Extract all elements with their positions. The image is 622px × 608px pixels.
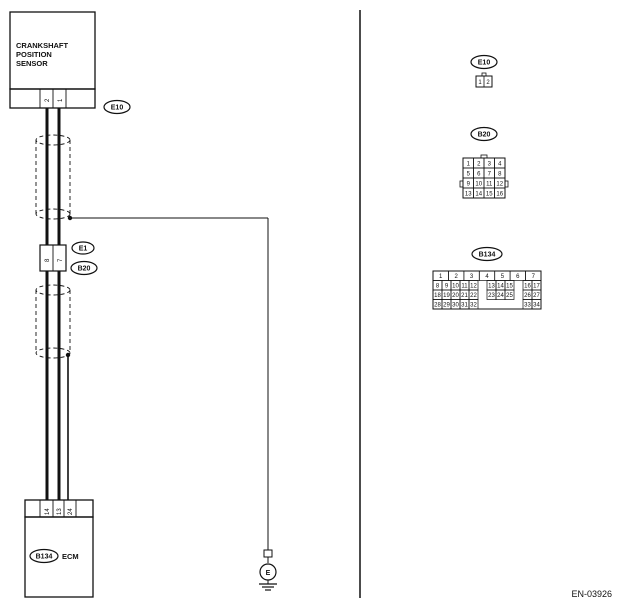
- b20-pin-13: 13: [465, 192, 472, 198]
- b20-pin-9: 9: [467, 182, 471, 188]
- b20-pin-6: 6: [477, 172, 481, 178]
- b20-connector-tag: B20: [70, 260, 98, 276]
- b20-pin-16: 16: [496, 192, 503, 198]
- b134-pin-24: 24: [497, 293, 504, 299]
- b134-pin-9: 9: [445, 284, 449, 290]
- sensor-label-line1: CRANKSHAFT: [16, 41, 68, 50]
- shield-drain-wire: [70, 217, 269, 550]
- svg-text:E10: E10: [111, 105, 124, 112]
- b134-pin-7: 7: [532, 274, 536, 280]
- b134-pin-14: 14: [497, 284, 504, 290]
- b134-pin-25: 25: [506, 293, 513, 299]
- b134-pin-11: 11: [461, 284, 468, 290]
- b134-pin-28: 28: [434, 303, 441, 309]
- b20-pin-11: 11: [486, 182, 493, 188]
- ecm-connector-tag: B134: [36, 554, 53, 561]
- b134-pin-1: 1: [439, 274, 443, 280]
- b20-pin-15: 15: [486, 192, 493, 198]
- b134-pin-21: 21: [461, 293, 468, 299]
- e1-b20-connector: 8 7: [39, 244, 67, 272]
- b134-pin-32: 32: [470, 303, 477, 309]
- e1-connector-tag: E1: [71, 241, 95, 255]
- b134-pin-5: 5: [501, 274, 505, 280]
- e10-view-tag: E10: [478, 60, 491, 67]
- b20-pin-5: 5: [467, 172, 471, 178]
- shield-upper: [35, 134, 73, 221]
- ecm-pin-24: 24: [68, 508, 74, 515]
- b134-pin-34: 34: [533, 303, 540, 309]
- signal-wires-upper: [45, 108, 61, 245]
- b20-pin-10: 10: [475, 182, 482, 188]
- sensor-label-line2: POSITION: [16, 50, 52, 59]
- b134-pin-23: 23: [488, 293, 495, 299]
- e10-view-pin-2: 2: [486, 80, 490, 86]
- diagram-code: EN-03926: [571, 589, 612, 599]
- ground-label: E: [266, 570, 271, 577]
- svg-text:B20: B20: [78, 266, 91, 273]
- b134-pin-3: 3: [470, 274, 474, 280]
- e10-connector-view: E10 1 2: [470, 54, 498, 88]
- b20-pin-4: 4: [498, 162, 502, 168]
- b134-pin-27: 27: [533, 293, 540, 299]
- b134-pin-30: 30: [452, 303, 459, 309]
- b134-pin-15: 15: [506, 284, 513, 290]
- b134-view-tag: B134: [479, 252, 496, 259]
- ecm-pin-14: 14: [45, 508, 51, 515]
- ecm-module: 14 13 24 B134 ECM: [24, 499, 94, 598]
- b134-pin-19: 19: [443, 293, 450, 299]
- b20-pin-7: 7: [488, 172, 492, 178]
- b20-pin-12: 12: [496, 182, 503, 188]
- b134-pin-20: 20: [452, 293, 459, 299]
- sensor-pin-1: 1: [58, 98, 64, 102]
- e10-view-pin-1: 1: [478, 80, 482, 86]
- b134-pin-22: 22: [470, 293, 477, 299]
- sensor-label-line3: SENSOR: [16, 59, 48, 68]
- b134-pin-6: 6: [516, 274, 520, 280]
- ground-symbol: E: [259, 549, 277, 591]
- e10-connector-tag: E10: [103, 99, 131, 115]
- b134-pin-17: 17: [533, 284, 540, 290]
- ecm-pin-13: 13: [57, 508, 63, 515]
- b134-pin-26: 26: [524, 293, 531, 299]
- b134-pin-33: 33: [524, 303, 531, 309]
- ecm-label: ECM: [62, 552, 79, 561]
- b134-pin-18: 18: [434, 293, 441, 299]
- b134-pin-cell: [531, 299, 542, 310]
- b134-pin-4: 4: [485, 274, 489, 280]
- shield-lower: [35, 284, 71, 500]
- b20-pin-2: 2: [477, 162, 481, 168]
- b20-pin-8: 8: [498, 172, 502, 178]
- b134-pin-cell: [468, 299, 479, 310]
- e1-pin-7: 7: [58, 258, 64, 262]
- b20-pin-1: 1: [467, 162, 471, 168]
- signal-wires-lower: [45, 271, 61, 500]
- sensor-pin-2: 2: [45, 98, 51, 102]
- e1-pin-8: 8: [45, 258, 51, 262]
- b134-pin-29: 29: [443, 303, 450, 309]
- b134-pin-10: 10: [452, 284, 459, 290]
- b134-pin-13: 13: [488, 284, 495, 290]
- crankshaft-position-sensor: CRANKSHAFT POSITION SENSOR 2 1: [9, 11, 96, 109]
- b20-pin-14: 14: [475, 192, 482, 198]
- b134-pin-cell: [504, 289, 515, 300]
- b20-view-tag: B20: [478, 132, 491, 139]
- svg-text:E1: E1: [79, 246, 88, 253]
- b134-pin-16: 16: [524, 284, 531, 290]
- b20-pin-3: 3: [488, 162, 492, 168]
- b20-pin-cell: [494, 187, 506, 199]
- b134-pin-2: 2: [454, 274, 458, 280]
- b134-pin-8: 8: [436, 284, 440, 290]
- b134-pin-31: 31: [461, 303, 468, 309]
- b134-pin-12: 12: [470, 284, 477, 290]
